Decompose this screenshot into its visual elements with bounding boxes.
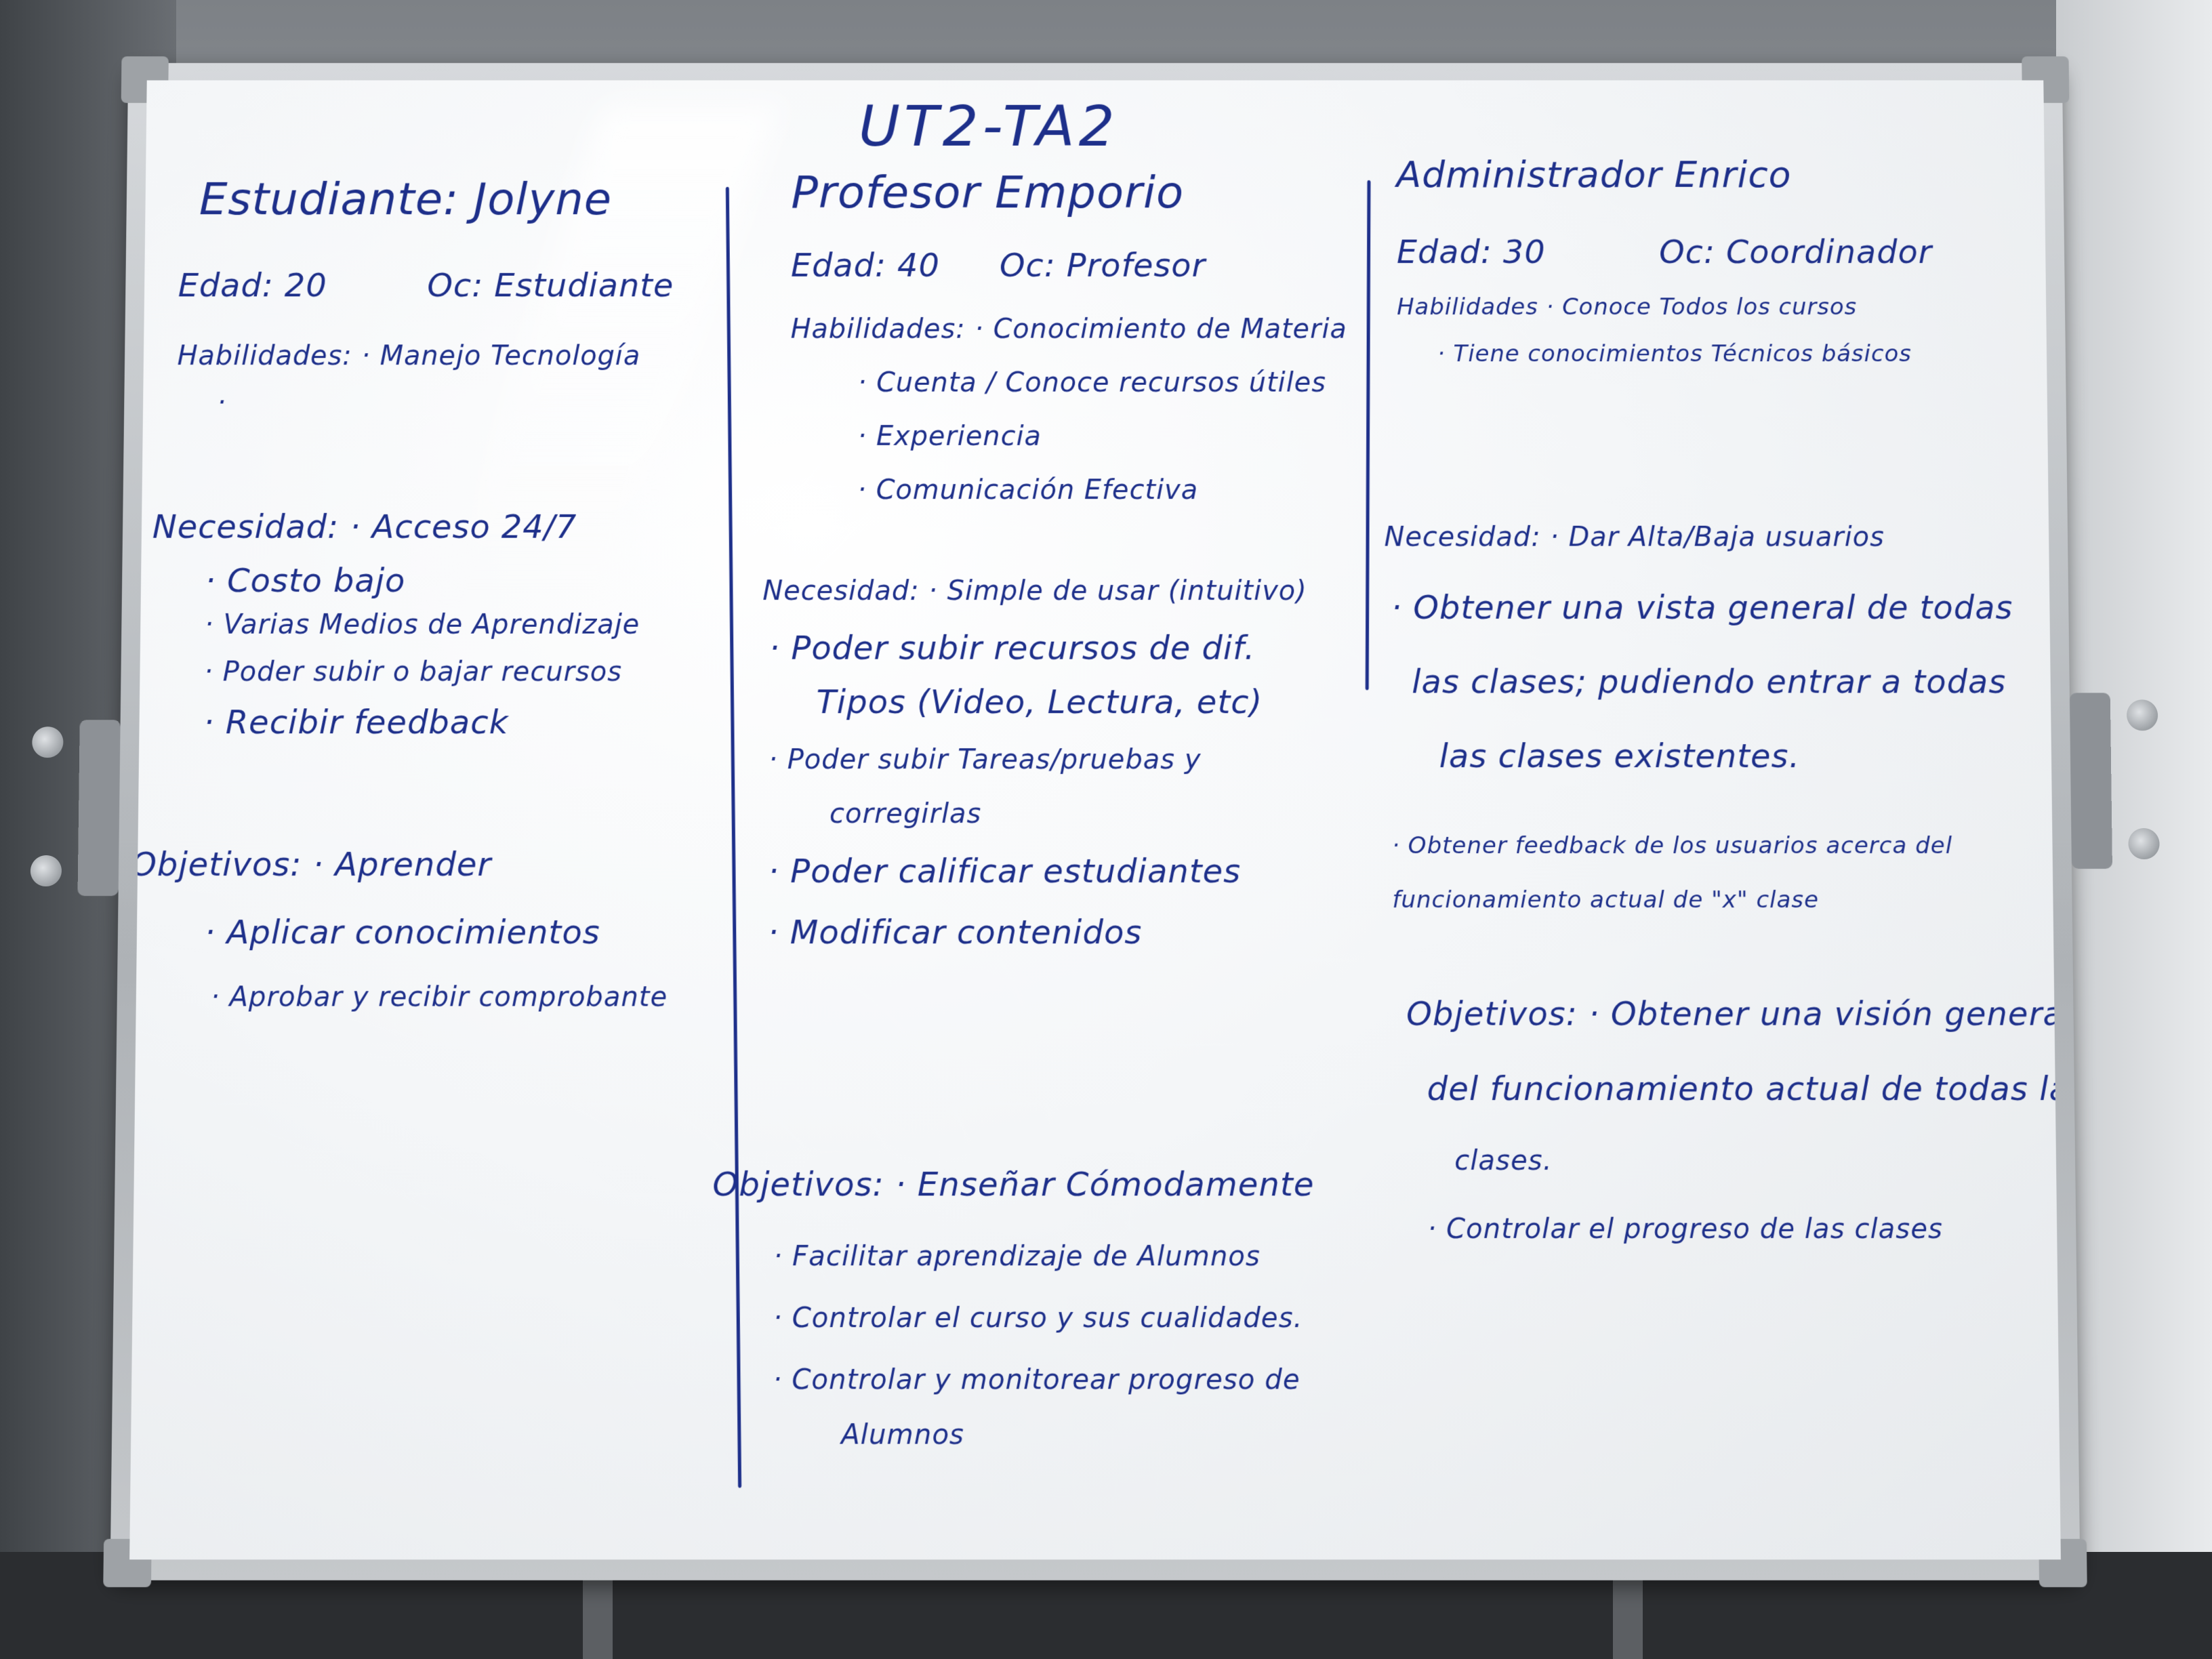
student-needs-label: Necesidad: · Acceso 24/7: [152, 508, 577, 546]
admin-need: Necesidad: · Dar Alta/Baja usuarios: [1384, 522, 1885, 553]
mount-knob: [2127, 699, 2158, 731]
teacher-goal: · Facilitar aprendizaje de Alumnos: [773, 1241, 1261, 1272]
teacher-occupation: Oc: Profesor: [1000, 247, 1206, 284]
teacher-skill: · Comunicación Efectiva: [857, 474, 1198, 506]
student-goal: · Aplicar conocimientos: [205, 914, 600, 951]
teacher-goal: · Controlar el curso y sus cualidades.: [773, 1303, 1303, 1334]
teacher-need: · Poder calificar estudiantes: [769, 853, 1242, 890]
student-goal: · Aprobar y recibir comprobante: [211, 981, 668, 1012]
column-divider: [1366, 180, 1371, 690]
teacher-need: · Modificar contenidos: [768, 914, 1142, 951]
student-skill: Habilidades: · Manejo Tecnología: [177, 341, 640, 371]
admin-skill: · Tiene conocimientos Técnicos básicos: [1437, 341, 1912, 368]
board-title: UT2-TA2: [859, 94, 1119, 159]
side-clamp: [2070, 693, 2112, 869]
teacher-skill: · Experiencia: [858, 421, 1042, 452]
admin-need: las clases existentes.: [1439, 737, 1801, 775]
teacher-need: · Poder subir Tareas/pruebas y: [769, 744, 1201, 775]
teacher-goal: · Controlar y monitorear progreso de: [773, 1364, 1300, 1396]
admin-name: Administrador Enrico: [1396, 154, 1791, 196]
admin-goal: clases.: [1454, 1145, 1552, 1176]
teacher-skill: · Cuenta / Conoce recursos útiles: [858, 367, 1326, 398]
whiteboard-frame: UT2-TA2 Estudiante: Jolyne Edad: 20 Oc: …: [110, 63, 2080, 1580]
student-skill: ·: [217, 388, 226, 419]
admin-goal: del funcionamiento actual de todas las: [1427, 1070, 2061, 1108]
student-occupation: Oc: Estudiante: [427, 267, 674, 304]
whiteboard-surface: UT2-TA2 Estudiante: Jolyne Edad: 20 Oc: …: [129, 81, 2061, 1560]
teacher-goal: Alumnos: [841, 1419, 964, 1451]
admin-goal: · Controlar el progreso de las clases: [1427, 1214, 1943, 1245]
teacher-goal: Objetivos: · Enseñar Cómodamente: [712, 1166, 1314, 1204]
teacher-skill: Habilidades: · Conocimiento de Materia: [791, 314, 1347, 344]
side-clamp: [78, 720, 121, 896]
student-need: · Costo bajo: [205, 562, 405, 600]
admin-skill: Habilidades · Conoce Todos los cursos: [1397, 293, 1857, 320]
admin-age: Edad: 30: [1397, 234, 1546, 271]
admin-need: funcionamiento actual de "x" clase: [1392, 886, 1819, 914]
admin-need: las clases; pudiendo entrar a todas: [1412, 663, 2007, 701]
mount-knob: [2128, 828, 2160, 859]
admin-need: · Obtener feedback de los usuarios acerc…: [1392, 832, 1952, 859]
student-need: · Recibir feedback: [203, 703, 508, 741]
student-name: Estudiante: Jolyne: [199, 173, 613, 225]
teacher-need: corregirlas: [830, 798, 981, 830]
admin-goal: Objetivos: · Obtener una visión general: [1406, 995, 2061, 1033]
teacher-need: Tipos (Video, Lectura, etc): [816, 683, 1263, 721]
student-goals-label: Objetivos: · Aprender: [131, 846, 492, 884]
student-age: Edad: 20: [178, 267, 327, 304]
teacher-need: · Poder subir recursos de dif.: [769, 630, 1256, 668]
admin-occupation: Oc: Coordinador: [1659, 234, 1932, 271]
student-need: · Poder subir o bajar recursos: [204, 657, 622, 688]
teacher-need: Necesidad: · Simple de usar (intuitivo): [762, 575, 1307, 607]
teacher-name: Profesor Emporio: [791, 167, 1184, 218]
admin-need: · Obtener una vista general de todas: [1391, 589, 2013, 627]
column-divider: [726, 187, 741, 1488]
student-need: · Varias Medios de Aprendizaje: [205, 609, 640, 640]
teacher-age: Edad: 40: [791, 247, 940, 284]
